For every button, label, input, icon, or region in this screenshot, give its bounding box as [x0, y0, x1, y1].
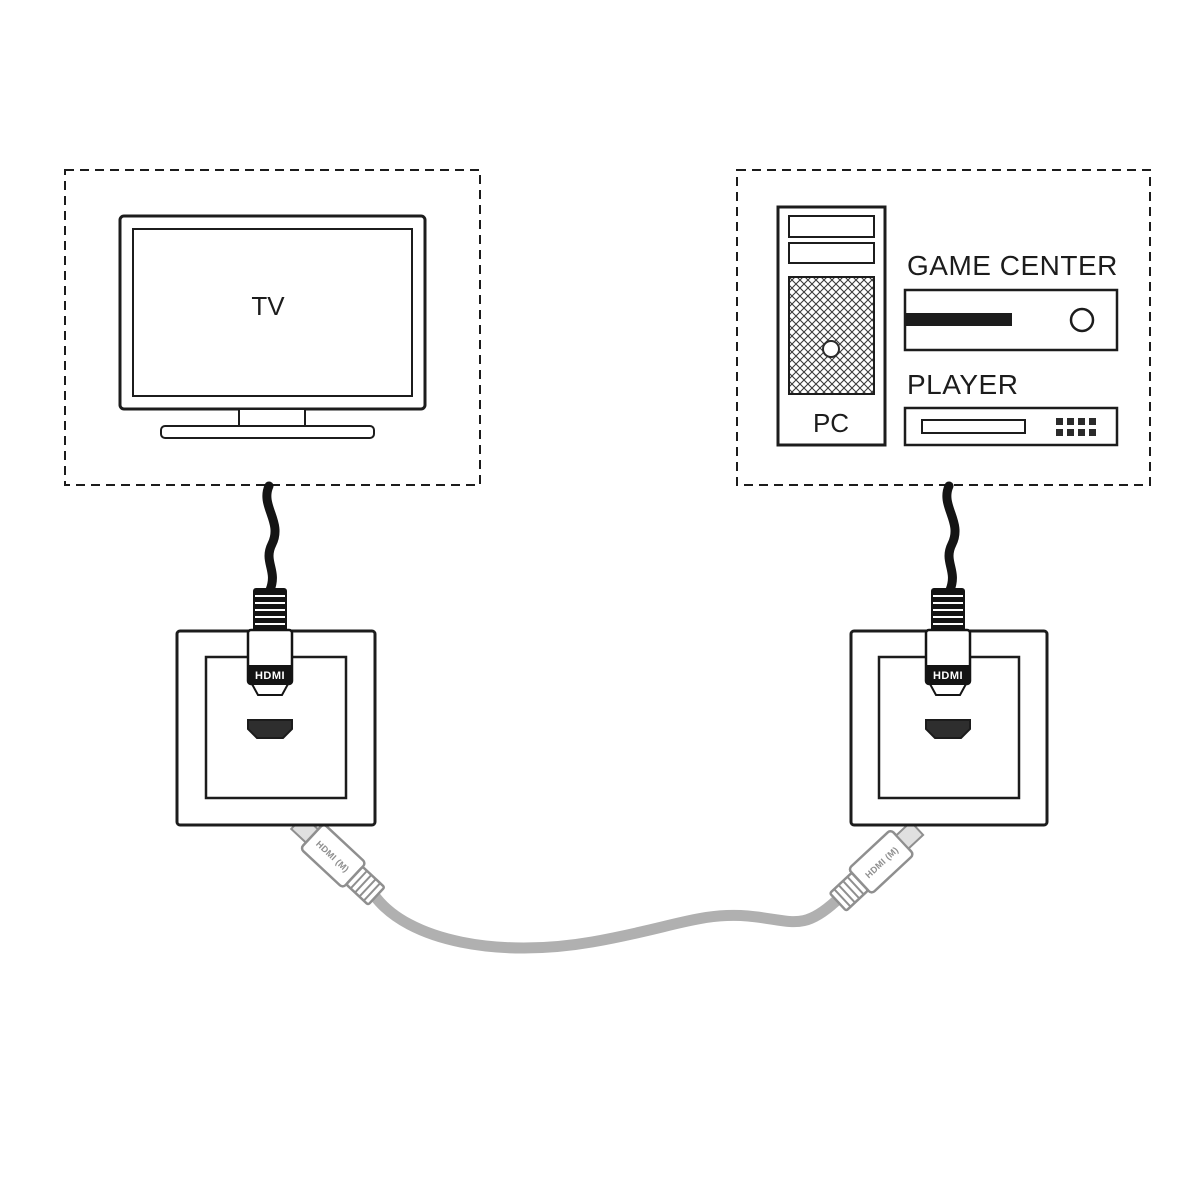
source-hdmi-cable	[942, 481, 960, 595]
wall-plate-right	[849, 629, 1049, 827]
tv-stand-neck	[238, 408, 306, 427]
tv-label: TV	[251, 291, 285, 321]
source-hdmi-connector: HDMI	[924, 588, 972, 696]
source-dashed-zone: PC GAME CENTER PLAYER	[736, 169, 1151, 486]
hdmi-port-right	[925, 719, 971, 739]
pc-label: PC	[813, 408, 849, 438]
pc-power-button	[822, 340, 840, 358]
wall-plate-left	[175, 629, 377, 827]
source-hdmi-connector-band	[926, 665, 970, 684]
game-center: GAME CENTER	[903, 250, 1119, 352]
hdmi-connector-label-right: HDMI	[933, 670, 963, 682]
patch-connector-right-tip	[894, 820, 925, 850]
source-hdmi-connector-ridges	[933, 595, 963, 625]
tv-dashed-zone: TV	[64, 169, 481, 486]
hdmi-connector-label-left: HDMI	[255, 670, 285, 682]
game-console-power-button	[1069, 307, 1095, 333]
patch-connector-left: HDMI (M)	[289, 814, 385, 906]
tv-hdmi-connector-ridges	[255, 595, 285, 625]
tv-set: TV	[118, 214, 427, 439]
game-center-label: GAME CENTER	[907, 250, 1118, 281]
pc-vent-grille	[788, 276, 875, 395]
pc-drive-slot-1	[788, 215, 875, 238]
patch-cable	[368, 889, 842, 954]
player-label: PLAYER	[907, 369, 1018, 400]
pc-drive-slot-2	[788, 242, 875, 264]
player-button-grid	[1056, 418, 1096, 436]
tv-stand-base	[160, 425, 375, 439]
source-zone-border	[736, 169, 1151, 486]
hdmi-port-left	[247, 719, 293, 739]
tv-hdmi-cable	[262, 481, 280, 595]
pc-tower: PC	[776, 205, 887, 447]
game-console-slot-bar	[906, 313, 1012, 326]
tv-hdmi-connector: HDMI	[246, 588, 294, 696]
patch-connector-left-strain-relief	[345, 866, 385, 906]
patch-connector-right: HDMI (M)	[829, 820, 925, 912]
tv-hdmi-connector-taper	[250, 683, 290, 696]
player-disc-slot	[921, 419, 1026, 434]
tv-hdmi-connector-band	[248, 665, 292, 684]
player-device: PLAYER	[903, 369, 1119, 447]
tv-screen	[132, 228, 413, 397]
source-hdmi-connector-taper	[928, 683, 968, 696]
